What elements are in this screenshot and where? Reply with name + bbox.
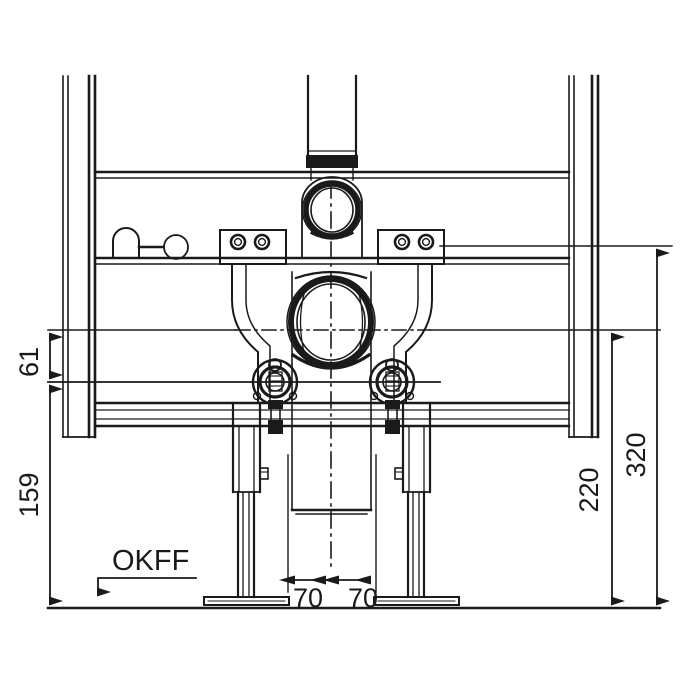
frame-rails bbox=[62, 74, 600, 439]
wall-bracket-left bbox=[219, 229, 287, 403]
okff-label: OKFF bbox=[112, 545, 189, 577]
frame-leg-right bbox=[373, 401, 460, 606]
bolt-assembly-right bbox=[368, 358, 416, 434]
frame-cross-members bbox=[93, 170, 571, 428]
okff-leader bbox=[97, 577, 197, 597]
extension-lines bbox=[287, 245, 673, 593]
dimension-label-220: 220 bbox=[574, 467, 604, 512]
dimension-label-61: 61 bbox=[14, 347, 44, 377]
flush-pipe-top bbox=[306, 74, 358, 181]
dimension-label-320: 320 bbox=[621, 432, 651, 477]
wall-bracket-right bbox=[377, 229, 445, 403]
dimension-label-70-left: 70 bbox=[293, 583, 323, 613]
dimension-label-159: 159 bbox=[14, 472, 44, 517]
left-cap-fitting bbox=[112, 227, 189, 260]
upper-elbow-pipe bbox=[301, 176, 363, 259]
dimension-label-70-right: 70 bbox=[348, 583, 378, 613]
centerlines bbox=[47, 181, 661, 571]
frame-leg-left bbox=[203, 401, 290, 606]
